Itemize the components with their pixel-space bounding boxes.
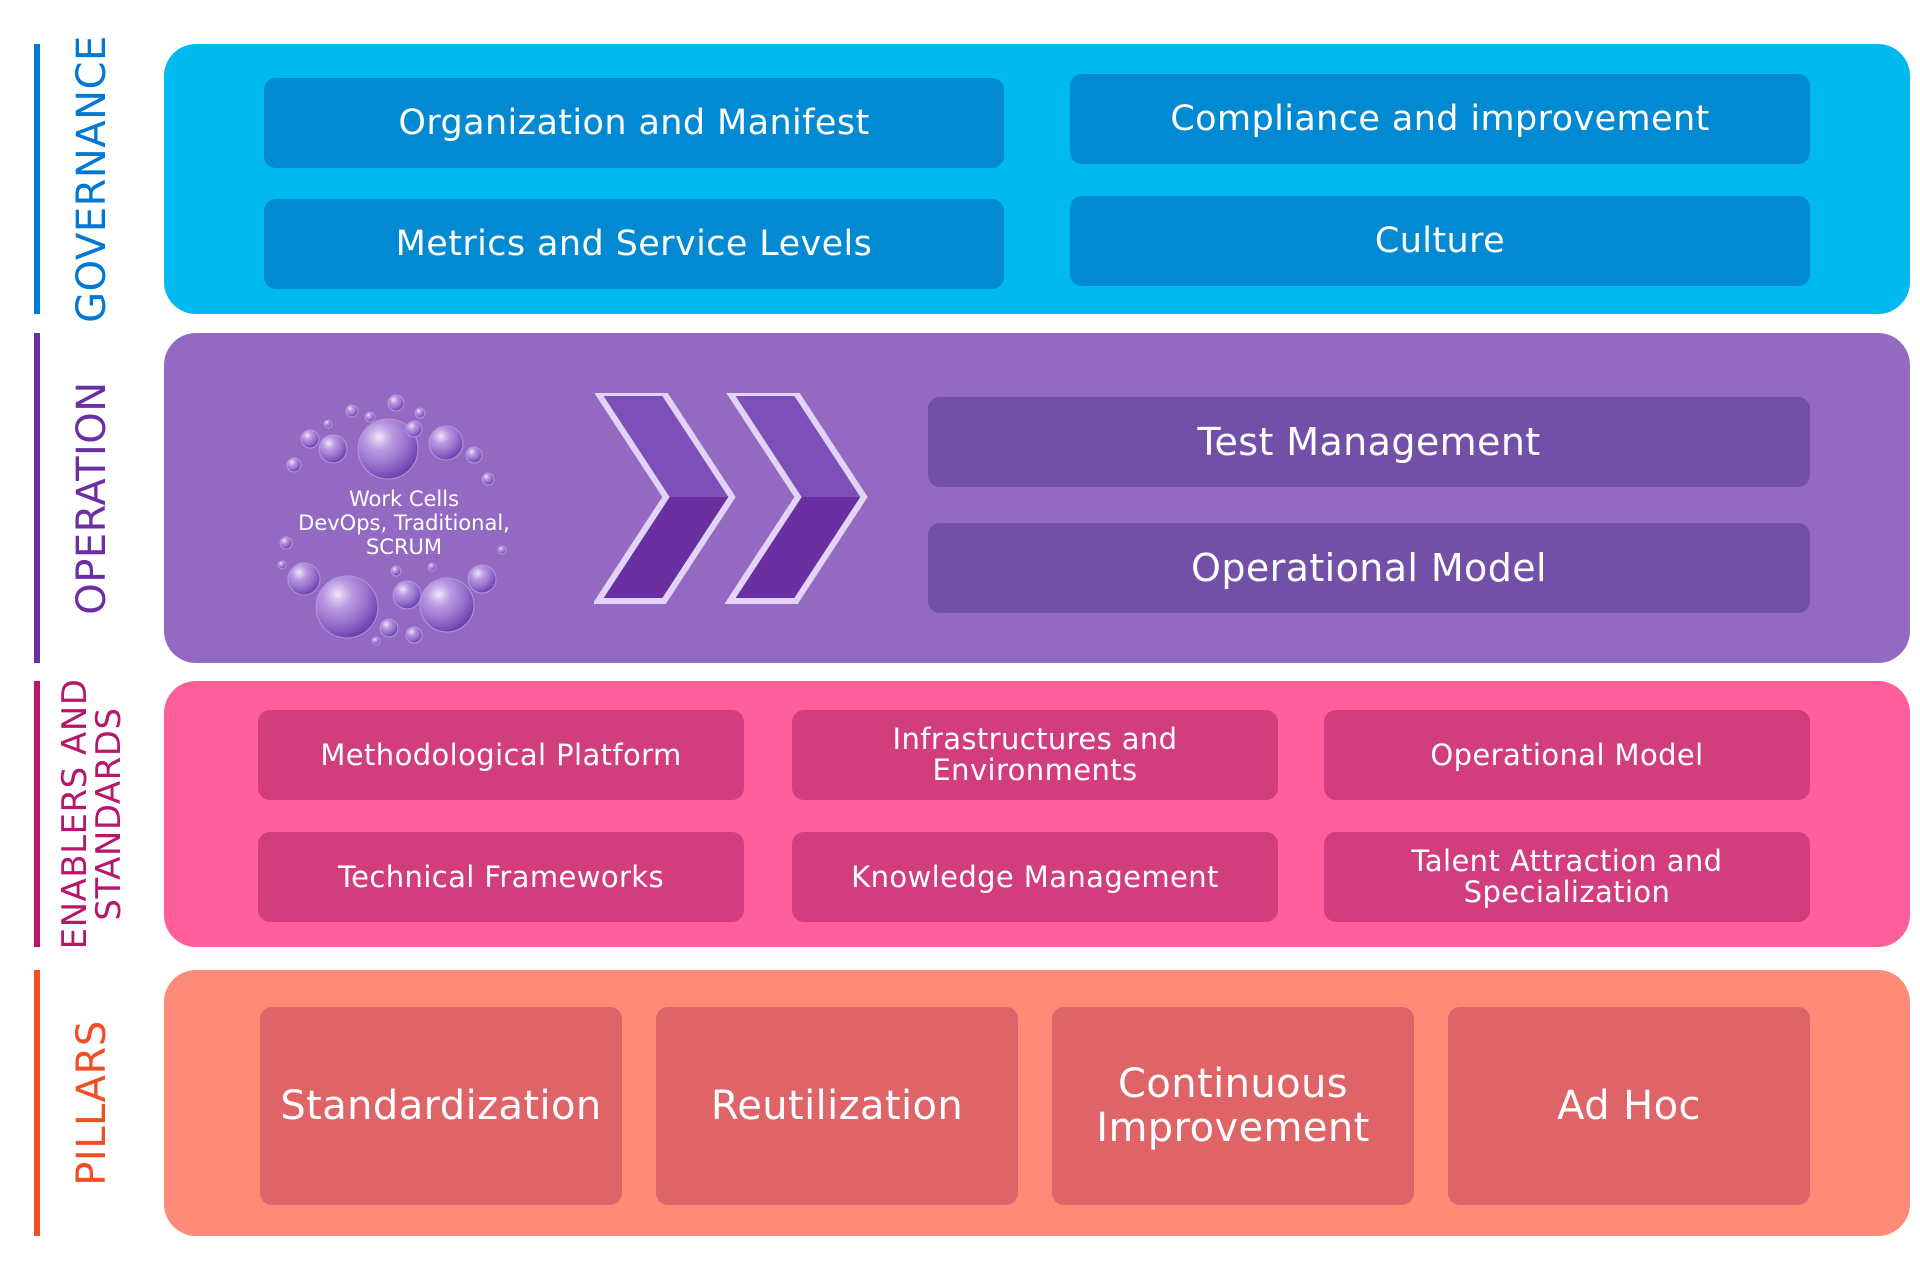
operation-label: OPERATION xyxy=(34,333,144,663)
enablers-item-operational-model: Operational Model xyxy=(1324,710,1810,800)
governance-item-compliance: Compliance and improvement xyxy=(1070,74,1810,164)
pillar-standardization: Standardization xyxy=(260,1007,622,1205)
enablers-label: ENABLERS AND STANDARDS xyxy=(34,678,144,950)
work-cells-line1: Work Cells xyxy=(348,487,460,511)
enablers-item-knowledge-management: Knowledge Management xyxy=(792,832,1278,922)
work-cells-line3: SCRUM xyxy=(365,535,443,559)
work-cells-line2: DevOps, Traditional, xyxy=(298,511,510,535)
pillars-band: Standardization Reutilization Continuous… xyxy=(164,970,1910,1236)
bubbles-icon xyxy=(277,394,507,646)
pillar-continuous-improvement: Continuous Improvement xyxy=(1052,1007,1414,1205)
enablers-label-text: ENABLERS AND STANDARDS xyxy=(55,678,129,950)
governance-label: GOVERNANCE xyxy=(34,35,144,323)
enablers-item-infrastructures: Infrastructures and Environments xyxy=(792,710,1278,800)
pillars-label: PILLARS xyxy=(34,970,144,1236)
double-chevron-icon xyxy=(592,390,868,604)
chevrons xyxy=(592,390,884,613)
enablers-label-line2: STANDARDS xyxy=(89,707,129,921)
enablers-item-technical-frameworks: Technical Frameworks xyxy=(258,832,744,922)
operation-item-test-management: Test Management xyxy=(928,397,1810,487)
work-cells-text: Work Cells DevOps, Traditional, SCRUM xyxy=(254,487,554,559)
enablers-item-methodological-platform: Methodological Platform xyxy=(258,710,744,800)
governance-item-metrics: Metrics and Service Levels xyxy=(264,199,1004,289)
governance-item-organization: Organization and Manifest xyxy=(264,78,1004,168)
enablers-item-talent-attraction: Talent Attraction and Specialization xyxy=(1324,832,1810,922)
work-cells-bubbles: Work Cells DevOps, Traditional, SCRUM xyxy=(254,357,554,647)
operation-item-operational-model: Operational Model xyxy=(928,523,1810,613)
operation-band: Work Cells DevOps, Traditional, SCRUM Te… xyxy=(164,333,1910,663)
governance-band: Organization and Manifest Compliance and… xyxy=(164,44,1910,314)
pillar-ad-hoc: Ad Hoc xyxy=(1448,1007,1810,1205)
pillar-reutilization: Reutilization xyxy=(656,1007,1018,1205)
enablers-band: Methodological Platform Infrastructures … xyxy=(164,681,1910,947)
governance-item-culture: Culture xyxy=(1070,196,1810,286)
pillars-label-text: PILLARS xyxy=(69,1020,115,1186)
operation-label-text: OPERATION xyxy=(69,381,115,615)
enablers-label-line1: ENABLERS AND xyxy=(55,678,95,950)
governance-label-text: GOVERNANCE xyxy=(69,35,115,323)
